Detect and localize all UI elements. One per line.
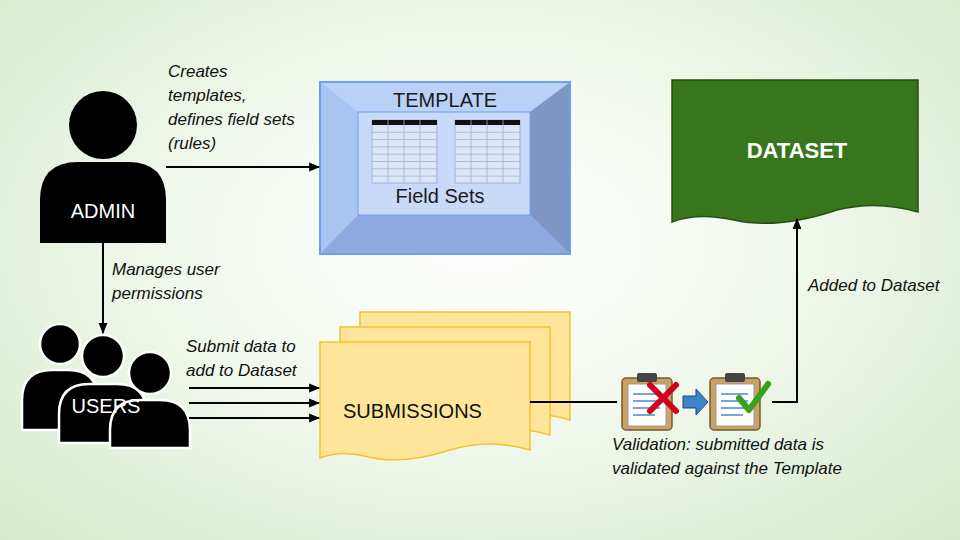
arrow-connector xyxy=(166,167,319,168)
person-head xyxy=(40,324,80,364)
edge-label: Submit data to add to Dataset xyxy=(186,335,311,383)
document-page xyxy=(320,342,530,460)
admin-person: ADMIN xyxy=(40,88,166,243)
submissions-stack: SUBMISSIONS xyxy=(320,312,572,462)
table-row-line xyxy=(455,168,520,169)
template-frame xyxy=(320,82,570,254)
table-row-line xyxy=(455,132,520,133)
table-col-line xyxy=(420,120,421,183)
connector-line xyxy=(166,166,319,168)
approved-clipboard xyxy=(710,373,768,430)
connector-line xyxy=(189,417,319,419)
table-row-line xyxy=(372,139,437,140)
person-head xyxy=(82,335,124,377)
template-box: TEMPLATE Field Sets xyxy=(320,82,570,254)
table-row-line xyxy=(372,168,437,169)
field-set-table xyxy=(455,120,520,183)
table-row-line xyxy=(372,161,437,162)
node-title: TEMPLATE xyxy=(320,89,570,112)
red-cross xyxy=(650,385,676,411)
table-body xyxy=(372,120,437,183)
rejected-clipboard xyxy=(622,373,676,430)
users-shape xyxy=(20,318,192,450)
table-row-line xyxy=(372,176,437,177)
node-label: DATASET xyxy=(672,138,922,164)
arrow-connector xyxy=(530,219,797,402)
table-col-line xyxy=(487,120,488,183)
person-body xyxy=(40,162,166,243)
connector-line xyxy=(189,387,319,389)
connector-line xyxy=(530,401,617,403)
connector-line xyxy=(772,219,797,402)
clipboard-clip xyxy=(637,373,657,382)
clipboard-board xyxy=(622,378,672,430)
clipboard-clip xyxy=(725,373,745,382)
blue-arrow xyxy=(683,389,708,415)
person-head xyxy=(129,352,171,394)
node-label: ADMIN xyxy=(40,200,166,223)
edge-label: Added to Dataset xyxy=(808,274,939,298)
node-subtitle: Field Sets xyxy=(320,185,560,208)
table-row-line xyxy=(372,154,437,155)
arrow-connector xyxy=(189,388,319,418)
table-col-line xyxy=(503,120,504,183)
table-row-line xyxy=(372,146,437,147)
table-row-line xyxy=(455,154,520,155)
edge-label: Manages user permissions xyxy=(112,258,230,306)
green-check xyxy=(739,384,768,410)
clipboard-paper xyxy=(628,384,666,426)
table-row-line xyxy=(455,161,520,162)
table-col-line xyxy=(404,120,405,183)
connector-line xyxy=(102,243,104,333)
bevel-top xyxy=(320,82,570,112)
field-set-table xyxy=(372,120,437,183)
table-col-line xyxy=(471,120,472,183)
dataset-document: DATASET xyxy=(672,80,918,225)
connector-line xyxy=(189,402,319,404)
table-row-line xyxy=(455,139,520,140)
table-body xyxy=(455,120,520,183)
subs-shape xyxy=(320,312,572,462)
users-group: USERS xyxy=(20,318,192,450)
arrow-connector xyxy=(103,243,104,333)
template-outline xyxy=(320,82,570,254)
table-row-line xyxy=(455,146,520,147)
table-header xyxy=(455,120,520,125)
table-row-line xyxy=(455,176,520,177)
table-col-line xyxy=(388,120,389,183)
bevel-bottom xyxy=(320,215,570,254)
node-label: SUBMISSIONS xyxy=(320,400,505,423)
edge-label: Creates templates, defines field sets (r… xyxy=(168,60,303,156)
person-head xyxy=(69,91,137,159)
table-header xyxy=(372,120,437,125)
table-row-line xyxy=(372,132,437,133)
note-text: Validation: submitted data is validated … xyxy=(612,433,852,481)
node-label: USERS xyxy=(20,395,192,418)
